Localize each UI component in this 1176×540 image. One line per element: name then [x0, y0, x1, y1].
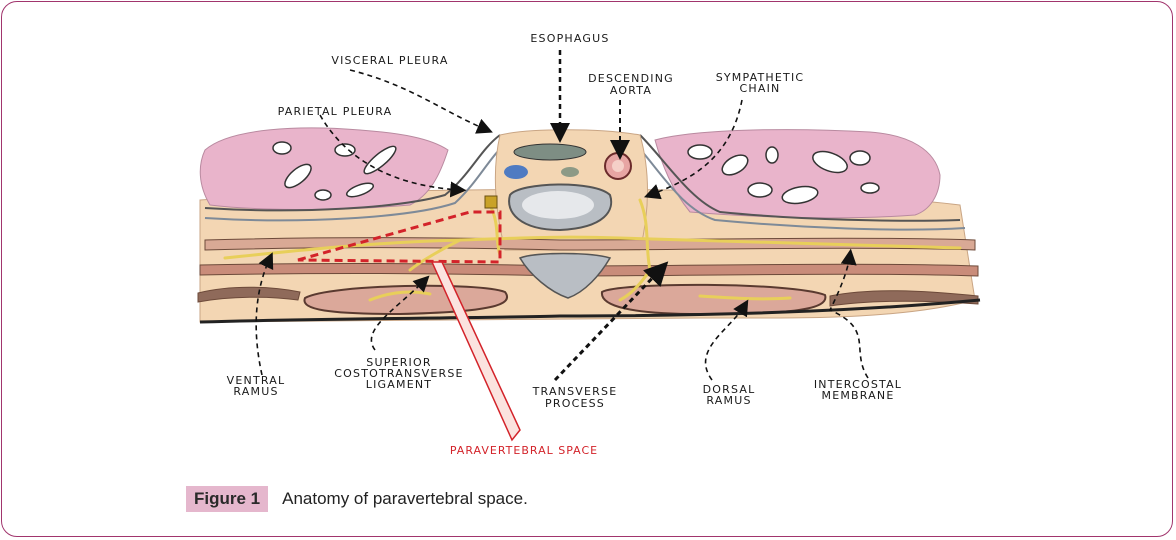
label-intercostal-membrane-line2: MEMBRANE [822, 389, 895, 402]
spinal-canal [518, 252, 612, 299]
label-dorsal-ramus-line1: DORSAL [703, 383, 756, 396]
figure-caption-text: Anatomy of paravertebral space. [282, 489, 528, 508]
intercostal-membrane-pointer [828, 248, 869, 379]
label-dorsal-ramus-line2: RAMUS [706, 394, 751, 407]
dorsal-ramus-pointer [704, 299, 749, 381]
label-sympathetic-chain-line2: CHAIN [740, 82, 781, 95]
label-parietal-pleura: PARIETAL PLEURA [278, 105, 393, 118]
left-lung-vessels [272, 141, 397, 201]
label-esophagus: ESOPHAGUS [530, 32, 609, 45]
right-rib [600, 283, 827, 316]
label-descending-aorta-line2: AORTA [610, 84, 652, 97]
label-transverse-process-line1: TRANSVERSE [532, 385, 618, 398]
label-ventral-ramus-line2: RAMUS [233, 385, 278, 398]
needle [430, 261, 521, 442]
pleura-lines [204, 134, 966, 231]
sympathetic-chain-pointer [644, 99, 743, 200]
visceral-pleura-pointer [349, 69, 493, 134]
label-sctl-line2: COSTOTRANSVERSE [334, 367, 463, 380]
label-sctl-line3: LIGAMENT [366, 378, 432, 391]
left-rib [303, 284, 508, 316]
label-transverse-process-line2: PROCESS [545, 397, 605, 410]
figure-number-label: Figure 1 [186, 486, 269, 512]
label-sctl-line1: SUPERIOR [366, 356, 431, 369]
label-paravertebral-space: PARAVERTEBRAL SPACE [450, 444, 598, 457]
esophagus [513, 143, 587, 161]
ventral-ramus-pointer [255, 252, 274, 376]
label-visceral-pleura: VISCERAL PLEURA [331, 54, 448, 67]
figure-caption: Figure 1 Anatomy of paravertebral space. [186, 486, 528, 512]
label-sympathetic-chain-line1: SYMPATHETIC [716, 71, 805, 84]
sympathetic-ganglion [484, 195, 498, 209]
right-lung-vessels [687, 144, 880, 205]
label-ventral-ramus-line1: VENTRAL [227, 374, 286, 387]
back-outline [199, 298, 981, 324]
azygos-vein [504, 165, 528, 179]
label-intercostal-membrane-line1: INTERCOSTAL [814, 378, 902, 391]
right-lung [654, 129, 941, 219]
label-descending-aorta-line1: DESCENDING [588, 72, 674, 85]
anatomy-diagram: ESOPHAGUS VISCERAL PLEURA PARIETAL PLEUR… [197, 32, 981, 457]
parietal-pleura-pointer [319, 114, 467, 198]
transverse-process-pointer [553, 261, 669, 382]
